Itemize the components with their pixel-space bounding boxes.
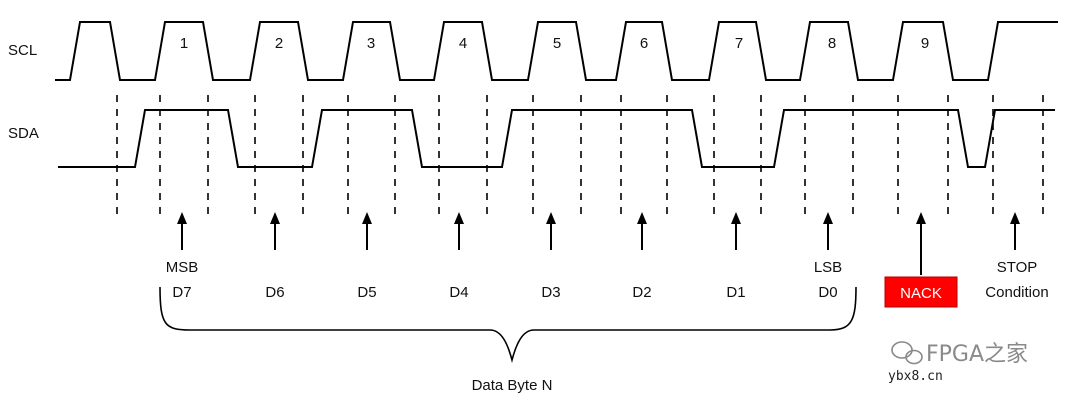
- watermark-text: FPGA之家: [926, 342, 1028, 367]
- clock-number: 6: [640, 35, 648, 52]
- clock-number: 5: [553, 35, 561, 52]
- clock-number: 4: [459, 35, 467, 52]
- watermark: FPGA之家 ybx8.cn: [888, 341, 1028, 384]
- bit-label-d7: D7: [172, 284, 191, 301]
- sda-label: SDA: [8, 125, 39, 142]
- wechat-icon: [891, 341, 923, 365]
- scl-label: SCL: [8, 42, 37, 59]
- condition-label: Condition: [985, 284, 1048, 301]
- timing-guides: [116, 95, 1044, 215]
- clock-number: 3: [367, 35, 375, 52]
- nack-box: [884, 276, 958, 308]
- bit-label-d4: D4: [449, 284, 468, 301]
- msb-label: MSB: [166, 259, 199, 276]
- clock-number: 1: [180, 35, 188, 52]
- clock-number: 2: [275, 35, 283, 52]
- lsb-label: LSB: [814, 259, 842, 276]
- data-byte-brace: [159, 286, 857, 364]
- bit-label-d0: D0: [818, 284, 837, 301]
- bit-label-d2: D2: [632, 284, 651, 301]
- sample-arrows: [177, 212, 1020, 275]
- watermark-url: ybx8.cn: [888, 369, 943, 384]
- clock-numbers: 1 2 3 4 5 6 7 8 9: [180, 35, 929, 52]
- clock-number: 8: [828, 35, 836, 52]
- nack-label: NACK: [900, 285, 942, 302]
- stop-label: STOP: [997, 259, 1038, 276]
- bit-label-d1: D1: [726, 284, 745, 301]
- bit-label-d6: D6: [265, 284, 284, 301]
- bit-labels: MSB D7 D6 D5 D4 D3 D2 D1 LSB D0: [166, 259, 842, 301]
- bit-label-d5: D5: [357, 284, 376, 301]
- clock-number: 9: [921, 35, 929, 52]
- data-byte-label: Data Byte N: [472, 377, 553, 394]
- bit-label-d3: D3: [541, 284, 560, 301]
- clock-number: 7: [735, 35, 743, 52]
- scl-waveform: [55, 21, 1058, 81]
- sda-waveform: [58, 109, 1055, 168]
